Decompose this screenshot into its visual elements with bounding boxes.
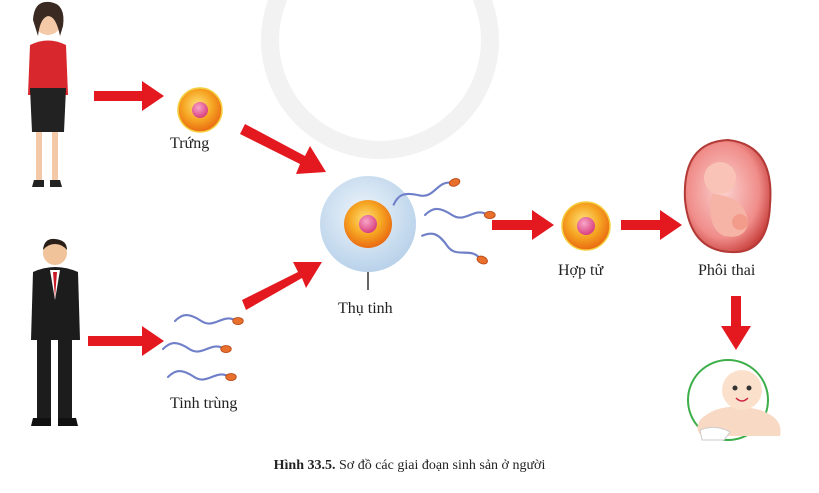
arrow-sperm-to-fertilization: [242, 262, 322, 310]
man-figure: [31, 238, 80, 426]
fertilization-cell: [320, 173, 497, 290]
egg-label: Trứng: [170, 135, 210, 152]
figure-caption: Hình 33.5. Sơ đồ các giai đoạn sinh sản …: [0, 458, 819, 474]
watermark: [261, 0, 499, 159]
zygote-cell: [561, 201, 611, 251]
arrows: [88, 81, 751, 356]
sperm-label: Tinh trùng: [170, 395, 238, 412]
arrow-woman-to-egg: [94, 81, 164, 111]
baby-image: [687, 359, 781, 441]
arrow-embryo-to-baby: [721, 296, 751, 350]
zygote-label: Hợp tử: [558, 262, 604, 279]
sperm-cells: [161, 313, 245, 382]
egg-cell: [177, 87, 223, 133]
caption-text: Sơ đồ các giai đoạn sinh sản ở người: [339, 458, 546, 473]
woman-figure: [28, 1, 68, 187]
embryo-label: Phôi thai: [698, 262, 756, 279]
arrow-egg-to-fertilization: [240, 124, 326, 174]
fertilization-label: Thụ tinh: [338, 300, 393, 317]
arrow-zygote-to-embryo: [621, 210, 682, 240]
embryo-image: [683, 138, 772, 254]
caption-number: Hình 33.5.: [273, 458, 336, 473]
arrow-fertilization-to-zygote: [492, 210, 554, 240]
arrow-man-to-sperm: [88, 326, 164, 356]
